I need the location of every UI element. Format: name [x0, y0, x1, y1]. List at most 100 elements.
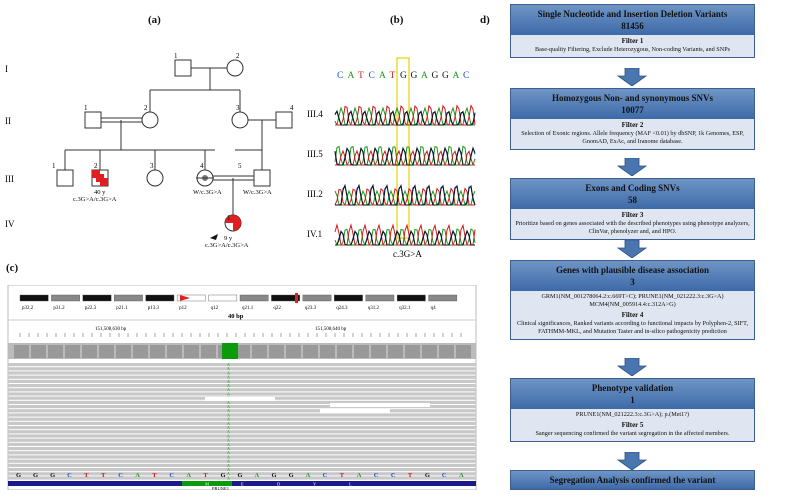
sanger-base: A [453, 71, 460, 81]
cytoband [51, 294, 80, 302]
flowchart-step-body: PRUNE1(NM_021222.3:c.3G>A); p.(Met1?) Fil… [511, 409, 754, 441]
variant-base-A: A [227, 475, 230, 480]
cytoband-label: p32.2 [22, 306, 34, 311]
flow-arrow-icon [617, 452, 647, 470]
reference-base: C [118, 472, 123, 479]
read-alignment [8, 375, 476, 379]
flowchart-step: Genes with plausible disease association… [510, 260, 755, 340]
amino-acid-label: L [349, 482, 352, 487]
sanger-sample-label: IV.1 [307, 229, 322, 239]
reference-base: G [289, 472, 294, 479]
III-2-age: 40 y [94, 189, 106, 196]
cytoband [82, 294, 112, 302]
variant-base-A: A [227, 362, 230, 367]
read-gap [330, 403, 430, 407]
III-4-number: 4 [200, 162, 204, 170]
reference-base: C [323, 472, 328, 479]
read-alignment [8, 421, 476, 425]
cytoband-label: p21.1 [116, 306, 128, 311]
read-alignment [8, 438, 476, 442]
sanger-trace [334, 104, 476, 126]
read-alignment [8, 468, 476, 472]
cytoband [208, 294, 238, 302]
read-alignment [8, 447, 476, 451]
chromosome-position-marker [295, 293, 298, 303]
read-alignment [8, 388, 476, 392]
flow-arrow-icon [617, 158, 647, 176]
read-alignment [8, 409, 476, 413]
coverage-bin [235, 345, 250, 358]
sanger-trace [334, 146, 476, 166]
gen-II: II [5, 116, 11, 126]
reference-base: C [67, 472, 72, 479]
flowchart-step-count: 1 [630, 395, 635, 405]
III-2-number: 2 [94, 162, 98, 170]
read-alignment [8, 392, 476, 396]
cytoband-label: q24.3 [336, 306, 348, 311]
flowchart-step: Single Nucleotide and Insertion Deletion… [510, 4, 755, 58]
variant-base-A: A [227, 446, 230, 451]
sanger-base: G [432, 71, 439, 81]
II-3-number: 3 [236, 104, 240, 112]
sanger-base: T [390, 71, 396, 81]
read-alignment [8, 459, 476, 463]
variant-base-A: A [227, 442, 230, 447]
reference-base: A [135, 472, 140, 479]
coverage-bin [150, 345, 165, 358]
variant-base-A: A [227, 454, 230, 459]
coverage-bin [48, 345, 63, 358]
cytoband-label: q31.2 [368, 306, 380, 311]
flowchart-filter-label: Filter 1 [621, 37, 644, 45]
flowchart-step-genes: GRM1(NM_001278064.2:c.669T>C); PRUNE1(NM… [541, 293, 724, 308]
flowchart-filter-label: Filter 5 [621, 421, 644, 429]
gene-track [8, 481, 476, 486]
gen-III: III [5, 174, 14, 184]
read-gap [205, 397, 275, 401]
read-alignment [8, 379, 476, 383]
coverage-bin [405, 345, 420, 358]
amino-acid-label: E [241, 482, 244, 487]
IV-1-age: 9 y [224, 235, 233, 242]
read-alignment [8, 430, 476, 434]
flowchart-step-body: GRM1(NM_001278064.2:c.669T>C); PRUNE1(NM… [511, 291, 754, 339]
IV-1-genotype: c.3G>A/c.3G>A [205, 242, 249, 249]
flowchart-step-count: 3 [630, 277, 635, 287]
sanger-base: G [411, 71, 418, 81]
variant-base-A: A [227, 433, 230, 438]
sanger-trace [334, 145, 476, 166]
cytoband-label: p31.2 [53, 306, 65, 311]
reference-base: G [425, 472, 430, 479]
cytoband [239, 294, 269, 302]
variant-base-A: A [227, 387, 230, 392]
coverage-bin [303, 345, 318, 358]
cytoband [114, 294, 143, 302]
variant-base-A: A [227, 370, 230, 375]
flowchart-filter-description: Base-quality Filtering, Exclude Heterozy… [534, 46, 731, 53]
sanger-sample-label: III.4 [307, 109, 323, 119]
reference-base: G [50, 472, 55, 479]
flowchart-step-count: 10077 [621, 105, 644, 115]
coverage-bin [337, 345, 352, 358]
variant-base-A: A [227, 379, 230, 384]
coordinate-2: 151,508,640 bp [315, 327, 347, 332]
variant-base-A: A [227, 417, 230, 422]
read-alignment [8, 363, 476, 367]
reference-base: T [84, 472, 89, 479]
scale-label: 40 bp [228, 313, 244, 320]
cytoband [334, 294, 363, 302]
flowchart-step-genes: PRUNE1(NM_021222.3:c.3G>A); p.(Met1?) [575, 411, 690, 418]
flowchart-filter-description: Prioritize based on genes associated wit… [515, 220, 750, 235]
variant-base-A: A [227, 366, 230, 371]
reference-base: T [152, 472, 157, 479]
variant-base-A: A [227, 471, 230, 476]
cytoband-label: q23.3 [305, 306, 317, 311]
cytoband [428, 294, 458, 302]
coverage-bin [439, 345, 454, 358]
read-alignment [8, 417, 476, 421]
reference-base: G [16, 472, 21, 479]
variant-base-A: A [227, 408, 230, 413]
